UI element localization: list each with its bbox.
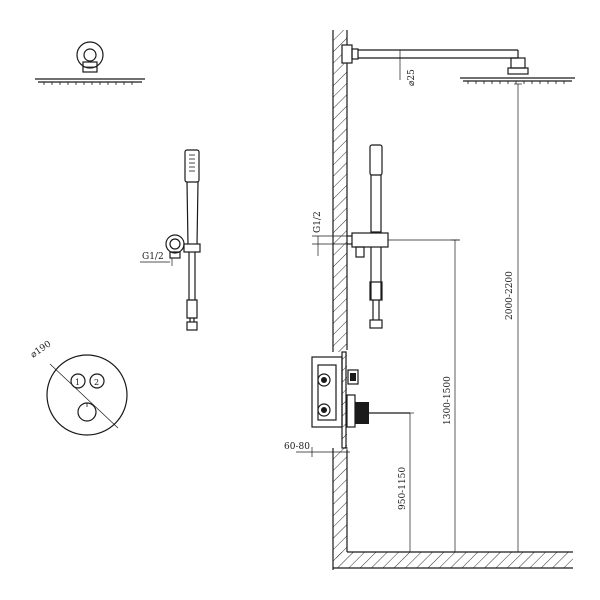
concealed-valve-body [310,351,410,449]
hand-shower-front-view [183,149,201,331]
plate-diameter-label: ⌀190 [29,339,53,360]
wall-thread-dimension: G1/2 [312,211,347,256]
bracket-height-dimension: 1300-1500 [388,239,460,553]
bracket-height-label: 1300-1500 [443,376,453,425]
valve-plate-front-view: 1 2 ⌀190 [29,339,128,436]
head-height-label: 2000-2200 [505,271,515,320]
valve-height-dimension: 950-1150 [398,412,414,553]
shower-arm-side-view [341,44,575,84]
arm-diameter-dimension: ⌀25 [399,50,417,86]
hand-shower-side-view [347,144,389,329]
head-height-dimension: 2000-2200 [505,83,522,553]
svg-text:1: 1 [75,378,80,387]
recess-depth-dimension: 60-80 [284,442,350,457]
shower-head-front-view [35,41,145,85]
wall-thread-label: G1/2 [313,211,323,233]
nozzle-row [43,82,133,85]
wall-outlet-bracket [165,234,185,259]
valve-height-label: 950-1150 [398,467,408,510]
hand-thread-dimension: G1/2 [140,252,173,266]
recess-depth-label: 60-80 [284,442,310,452]
button-1 [70,373,86,389]
hand-thread-label: G1/2 [142,252,164,262]
svg-text:2: 2 [94,378,99,387]
wall-section [332,30,573,570]
button-2 [89,373,105,389]
arm-diameter-label: ⌀25 [407,69,417,86]
head-nozzles [467,81,565,84]
